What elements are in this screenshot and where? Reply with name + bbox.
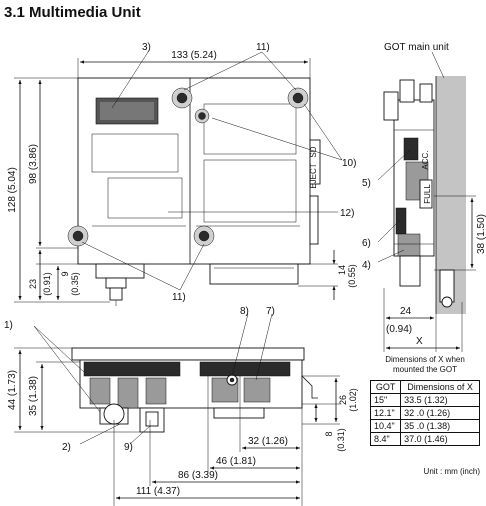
eject-label: EJECT — [309, 163, 318, 188]
table-cell: 15" — [369, 393, 402, 407]
table-row: 15" 33.5 (1.32) — [369, 393, 480, 407]
dim-46: 46 (1.81) — [216, 456, 256, 467]
dim-14: 14 — [337, 265, 347, 275]
dim-9: 9 — [60, 271, 70, 276]
callout-12: 12) — [340, 208, 354, 219]
dim-8: 8 — [324, 431, 334, 436]
table-cell: 10.4" — [369, 419, 402, 433]
dim-98: 98 (3.86) — [28, 144, 39, 184]
table-cell: 35 .0 (1.38) — [400, 419, 480, 433]
side-view — [383, 76, 466, 314]
dim-23-in: (0.91) — [42, 272, 52, 296]
dim-9-in: (0.35) — [70, 272, 80, 296]
dim-24: 24 — [400, 306, 412, 317]
screw-boss-bottom-right — [193, 225, 215, 247]
screw-boss-top-left — [171, 87, 193, 109]
dim-14-in: (0.55) — [347, 264, 357, 288]
dim-38: 38 (1.50) — [476, 214, 486, 254]
side-dimensions — [377, 51, 476, 352]
table-row: 10.4" 35 .0 (1.38) — [369, 419, 480, 433]
dim-8-in: (0.31) — [336, 428, 346, 452]
callout-9: 9) — [124, 442, 133, 453]
table-header-got: GOT — [369, 380, 402, 394]
dim-x: X — [416, 336, 423, 347]
screw-boss-mid — [194, 108, 210, 124]
dim-23: 23 — [28, 279, 38, 289]
dim-133: 133 (5.24) — [171, 50, 217, 61]
table-header-row: GOT Dimensions of X — [369, 380, 480, 394]
sd-label: SD — [309, 146, 318, 157]
table-row: 8.4" 37.0 (1.46) — [369, 432, 480, 446]
table-row: 12.1" 32 .0 (1.26) — [369, 406, 480, 420]
dim-128: 128 (5.04) — [7, 167, 18, 213]
side-view-text: GOT main unit SD EJECT ACC. FULL — [309, 42, 449, 204]
unit-label: Unit : mm (inch) — [424, 467, 481, 476]
caption-line-2: mounted the GOT — [393, 365, 457, 374]
callout-6: 6) — [362, 238, 371, 249]
table-cell: 8.4" — [369, 432, 402, 446]
page-title: 3.1 Multimedia Unit — [4, 4, 141, 21]
dim-44: 44 (1.73) — [7, 370, 18, 410]
callout-4: 4) — [362, 260, 371, 271]
caption-line-1: Dimensions of X when — [385, 355, 465, 364]
callout-5: 5) — [362, 178, 371, 189]
table-header-dimensions: Dimensions of X — [400, 380, 480, 394]
table-cell: 37.0 (1.46) — [400, 432, 480, 446]
dimensions-of-x-table: GOT Dimensions of X 15" 33.5 (1.32) 12.1… — [369, 380, 480, 446]
front-view — [67, 77, 321, 306]
dim-26: 26 — [338, 395, 348, 405]
got-main-unit-label: GOT main unit — [384, 42, 449, 53]
dim-26-in: (1.02) — [348, 388, 358, 412]
dim-35: 35 (1.38) — [28, 376, 39, 416]
front-dimensions — [14, 58, 338, 303]
bottom-view — [14, 313, 340, 506]
callout-1: 1) — [4, 320, 13, 331]
acc-label: ACC. — [421, 150, 430, 169]
dim-86: 86 (3.39) — [178, 470, 218, 481]
front-callout-leaders — [81, 51, 343, 291]
dim-24-in: (0.94) — [386, 324, 412, 335]
callout-labels: 1) 2) 3) 4) 5) 6) 7) 8) 9) 10) 11) 11) 1… — [4, 42, 371, 453]
callout-11-bottom: 11) — [172, 292, 186, 303]
screw-boss-bottom-left — [67, 225, 89, 247]
callout-10: 10) — [342, 158, 356, 169]
callout-8: 8) — [240, 306, 249, 317]
callout-3: 3) — [142, 42, 151, 53]
table-cell: 12.1" — [369, 406, 402, 420]
table-cell: 32 .0 (1.26) — [400, 406, 480, 420]
callout-2: 2) — [62, 442, 71, 453]
callout-11-top: 11) — [256, 42, 270, 53]
screw-boss-top-right — [287, 87, 309, 109]
full-label: FULL — [423, 184, 432, 204]
table-caption: Dimensions of X when mounted the GOT Uni… — [385, 355, 480, 476]
callout-7: 7) — [266, 306, 275, 317]
dim-32: 32 (1.26) — [248, 436, 288, 447]
dimension-labels: 133 (5.24) 128 (5.04) 98 (3.86) 23 (0.91… — [7, 50, 486, 497]
dim-111: 111 (4.37) — [136, 486, 180, 497]
table-cell: 33.5 (1.32) — [400, 393, 480, 407]
